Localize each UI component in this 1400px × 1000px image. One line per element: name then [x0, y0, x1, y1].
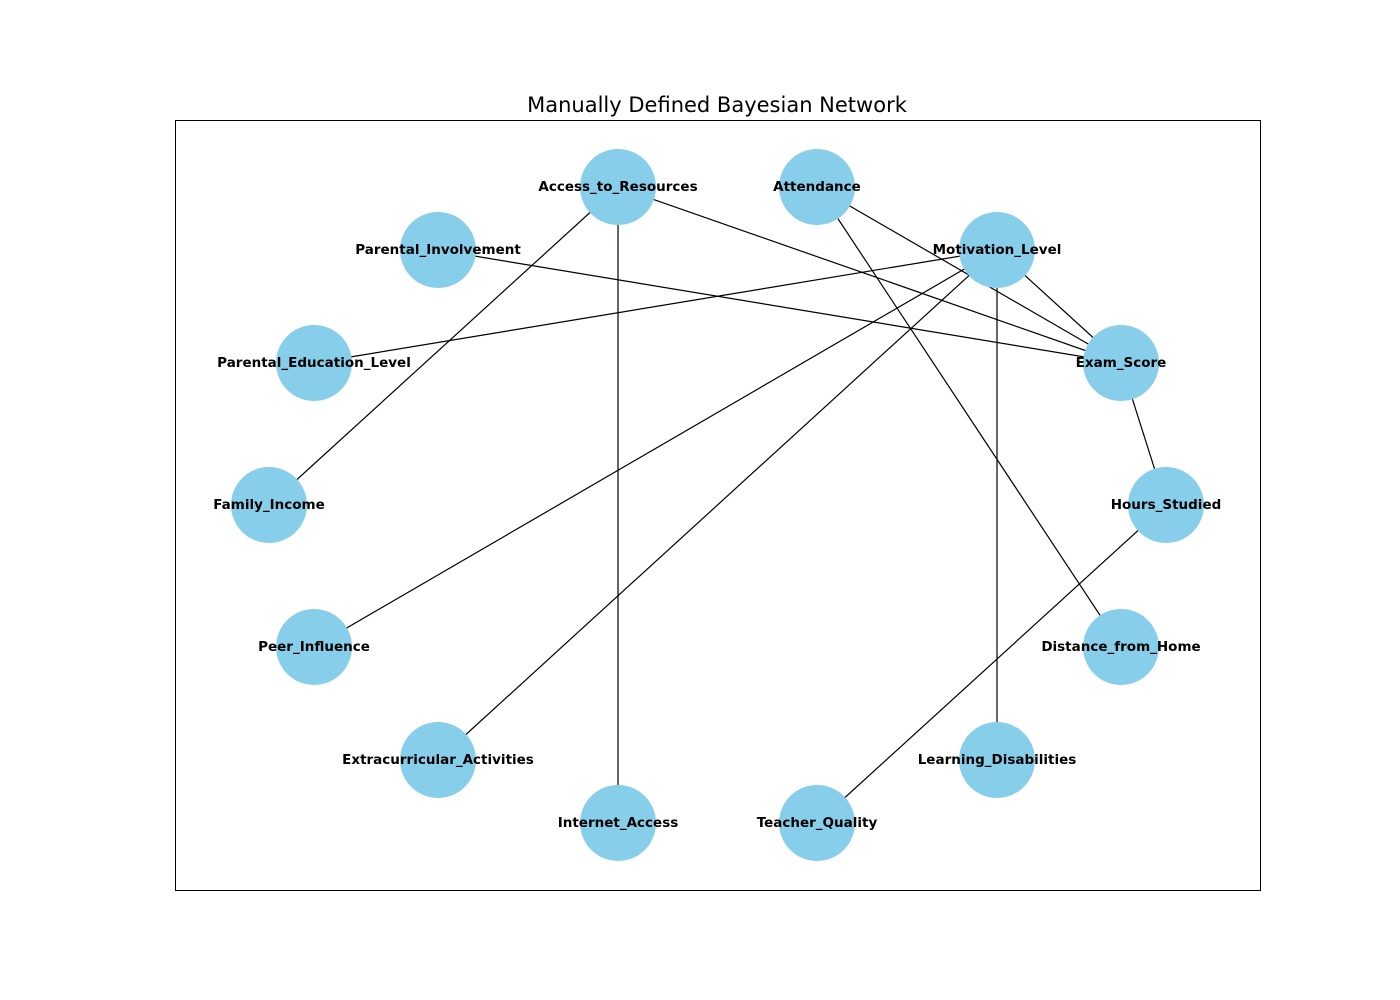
node-motivation: Motivation_Level: [933, 212, 1062, 288]
node-access: Access_to_Resources: [538, 149, 698, 225]
node-exam: Exam_Score: [1076, 325, 1167, 401]
node-label: Attendance: [773, 179, 861, 195]
node-label: Parental_Involvement: [355, 242, 521, 258]
node-label: Hours_Studied: [1111, 497, 1222, 513]
edge-parentinv-exam: [437, 249, 1122, 364]
node-internet: Internet_Access: [558, 785, 679, 861]
node-extracurricular: Extracurricular_Activities: [342, 722, 534, 798]
node-learning: Learning_Disabilities: [918, 722, 1077, 798]
node-label: Parental_Education_Level: [217, 355, 411, 371]
node-label: Teacher_Quality: [757, 815, 878, 831]
node-family: Family_Income: [213, 467, 325, 543]
node-circle: [959, 722, 1035, 798]
node-circle: [959, 212, 1035, 288]
node-hours: Hours_Studied: [1111, 467, 1222, 543]
nodes-layer: Access_to_Resources AttendanceMotivation_…: [213, 149, 1221, 861]
node-label: Family_Income: [213, 497, 325, 513]
node-circle: [779, 785, 855, 861]
node-circle: [580, 785, 656, 861]
node-label: Internet_Access: [558, 815, 679, 831]
node-attendance: Attendance: [773, 149, 861, 225]
edge-attendance-distance: [816, 186, 1122, 648]
node-circle: [779, 149, 855, 225]
node-circle: [400, 212, 476, 288]
node-label: Peer_Influence: [258, 639, 370, 655]
node-label: Motivation_Level: [933, 242, 1062, 258]
node-circle: [231, 467, 307, 543]
node-parentinv: Parental_Involvement: [355, 212, 521, 288]
plot-frame: [175, 120, 1261, 891]
node-label: Extracurricular_Activities: [342, 752, 534, 768]
node-parentedu: Parental_Education_Level: [217, 325, 411, 401]
node-distance: Distance_from_Home: [1041, 609, 1201, 685]
node-circle: [276, 609, 352, 685]
node-label: Distance_from_Home: [1041, 639, 1200, 655]
node-teacher: Teacher_Quality: [757, 785, 878, 861]
edge-motivation-parentedu: [313, 249, 998, 364]
edge-access-exam: [617, 186, 1122, 364]
node-circle: [580, 149, 656, 225]
node-circle: [1083, 325, 1159, 401]
diagram-title: Manually Defined Bayesian Network: [527, 93, 908, 117]
edge-motivation-peer: [313, 249, 998, 648]
node-circle: [1083, 609, 1159, 685]
edge-access-family: [268, 186, 619, 506]
node-label: Learning_Disabilities: [918, 752, 1077, 768]
node-peer: Peer_Influence: [258, 609, 370, 685]
node-label: Exam_Score: [1076, 355, 1167, 371]
node-circle: [1128, 467, 1204, 543]
node-circle: [400, 722, 476, 798]
edge-motivation-extracurricular: [437, 249, 998, 761]
edge-hours-teacher: [816, 504, 1167, 824]
node-circle: [276, 325, 352, 401]
node-label: Access_to_Resources: [538, 179, 697, 195]
